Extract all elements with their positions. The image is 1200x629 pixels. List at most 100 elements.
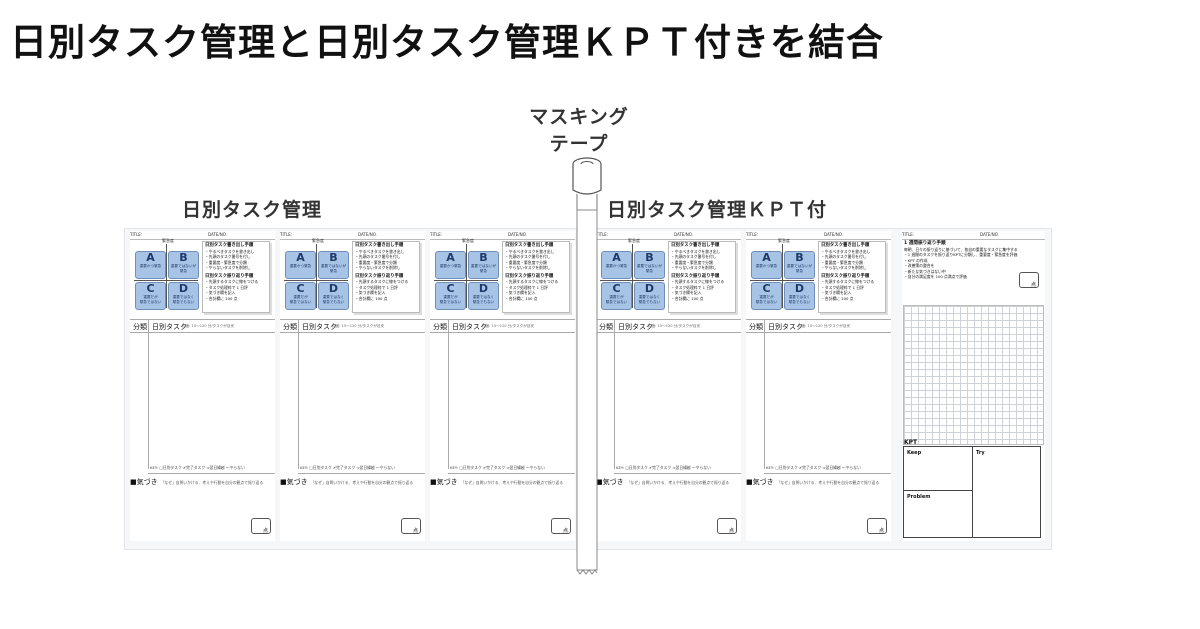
- label-daily-task-kpt: 日別タスク管理ＫＰＴ付: [607, 199, 828, 221]
- write-step: ・やるべきタスクを書き出し: [205, 248, 255, 254]
- header-title-label: TITLE:: [596, 232, 609, 237]
- header-title-label: TITLE:: [280, 232, 293, 237]
- write-step: ・先頭のタスク番号を付し: [821, 254, 867, 259]
- quadrant-letter: D: [478, 282, 489, 295]
- kpt-vertical-divider: [972, 447, 973, 537]
- key-legend: KEY: □日別タスク ✔完了タスク ⇒翌日繰越 ～やらない: [298, 465, 425, 474]
- weekly-reflection-steps: 1 週間振り返り手順 毎朝、日々の振り返りに基づいて、各自の重要なタスクに集中す…: [904, 241, 1042, 303]
- quadrant-letter: B: [479, 251, 488, 264]
- quadrant-text: 緊急ではない: [605, 300, 628, 304]
- quadrant-text: 重要だが: [609, 295, 624, 299]
- insights-label: ■気づき: [130, 478, 158, 486]
- review-step: ・先頭するタスクに線をつける: [505, 279, 559, 284]
- quadrant-letter: A: [446, 251, 455, 264]
- tape-label-line1: マスキング: [529, 106, 629, 128]
- quadrant-letter: A: [612, 251, 621, 264]
- task-column-label: 日別タスク: [152, 323, 187, 331]
- review-step: ・先頭するタスクに線をつける: [821, 279, 875, 284]
- quadrant-text: 緊急ではない: [139, 300, 162, 304]
- write-step: ・先頭のタスク番号を付し: [205, 254, 251, 259]
- category-column-label: 分類: [749, 323, 763, 331]
- procedure-box: 日別タスク書き出し手順 ・やるべきタスクを書き出し ・先頭のタスク番号を付し ・…: [818, 241, 886, 313]
- matrix-axis-label: 緊急度: [162, 238, 174, 243]
- quadrant-letter: B: [795, 251, 804, 264]
- review-step: ・合計欄に 100 点: [821, 295, 854, 301]
- insights-label: ■気づき: [280, 478, 308, 486]
- matrix-vertical-axis: [782, 244, 783, 308]
- task-column-label: 日別タスク: [302, 323, 337, 331]
- quadrant-text: 重要ではなく: [472, 295, 495, 299]
- matrix-horizontal-axis: [750, 280, 814, 281]
- quadrant-text: 緊急: [795, 269, 804, 273]
- quadrant-letter: C: [612, 282, 621, 295]
- header-date-label: DATE/NO.: [358, 232, 378, 237]
- write-steps-title: 日別タスク書き出し手順: [355, 243, 404, 248]
- review-step: ・合計欄に 100 点: [355, 295, 388, 301]
- kpt-score-box: 点: [1019, 272, 1039, 288]
- category-column-label: 分類: [433, 323, 447, 331]
- kpt-page: TITLE: DATE/NO. 1 週間振り返り手順 毎朝、日々の振り返りに基づ…: [902, 231, 1045, 541]
- header-title-label: TITLE:: [902, 232, 915, 237]
- category-column-label: 分類: [599, 323, 613, 331]
- header-date-label: DATE/NO.: [674, 232, 694, 237]
- matrix-axis-label: 緊急度: [312, 238, 324, 243]
- write-step: ・やらないタスクを削除し: [505, 265, 551, 270]
- write-step: ・重要度・緊急度で分類: [671, 259, 713, 265]
- review-steps-title: 日別タスク振り返り手順: [671, 273, 720, 279]
- quadrant-text: 重要ではないが: [170, 264, 197, 268]
- quadrant-letter: A: [762, 251, 771, 264]
- key-legend: KEY: □日別タスク ✔完了タスク ⇒翌日繰越 ～やらない: [614, 465, 741, 474]
- graph-paper-grid: [903, 305, 1044, 445]
- matrix-axis-label: 緊急度: [462, 238, 474, 243]
- write-step: ・重要度・緊急度で分類: [821, 259, 863, 265]
- quadrant-letter: D: [178, 282, 189, 295]
- key-legend: KEY: □日別タスク ✔完了タスク ⇒翌日繰越 ～やらない: [148, 465, 275, 474]
- insights-section: ■気づき「なぜ」自問いかける、考えや行動を自分の観点で振り返る: [596, 477, 729, 487]
- quadrant-letter: C: [146, 282, 155, 295]
- insights-section: ■気づき「なぜ」自問いかける、考えや行動を自分の観点で振り返る: [130, 477, 263, 487]
- quadrant-letter: D: [794, 282, 805, 295]
- review-step: ・タスク処理枠で 1 日評: [505, 284, 548, 290]
- insights-label: ■気づき: [746, 478, 774, 486]
- kpt-try-label: Try: [976, 450, 985, 456]
- review-step: ・タスク処理枠で 1 日評: [821, 284, 864, 290]
- procedure-box: 日別タスク書き出し手順 ・やるべきタスクを書き出し ・先頭のタスク番号を付し ・…: [668, 241, 736, 313]
- review-step: ・タスク処理枠で 1 日評: [355, 284, 398, 290]
- tape-label-line2: テープ: [549, 133, 609, 155]
- write-steps-title: 日別タスク書き出し手順: [205, 243, 254, 248]
- quadrant-text: 重要ではないが: [786, 264, 813, 268]
- write-step: ・やらないタスクを削除し: [821, 265, 867, 270]
- procedure-box: 日別タスク書き出し手順 ・やるべきタスクを書き出し ・先頭のタスク番号を付し ・…: [502, 241, 570, 313]
- kpt-table: Keep Try Problem: [903, 446, 1041, 538]
- quadrant-letter: C: [296, 282, 305, 295]
- task-column-header: 分類 日別タスク 粒度: 15～120 分/タスクが目安: [430, 319, 575, 333]
- reflection-line: ・新たな気づきはない中: [904, 268, 946, 274]
- category-column-label: 分類: [133, 323, 147, 331]
- quadrant-text: 重要だが: [143, 295, 158, 299]
- column-divider: [448, 319, 449, 469]
- quadrant-text: 緊急でもない: [638, 300, 661, 304]
- quadrant-text: 重要だが: [759, 295, 774, 299]
- task-column-label: 日別タスク: [618, 323, 653, 331]
- score-box: 点: [717, 518, 737, 534]
- matrix-horizontal-axis: [284, 280, 348, 281]
- score-box: 点: [551, 518, 571, 534]
- quadrant-text: 緊急でもない: [788, 300, 811, 304]
- insights-hint: 「なぜ」自問いかける、考えや行動を自分の観点で振り返る: [626, 480, 730, 485]
